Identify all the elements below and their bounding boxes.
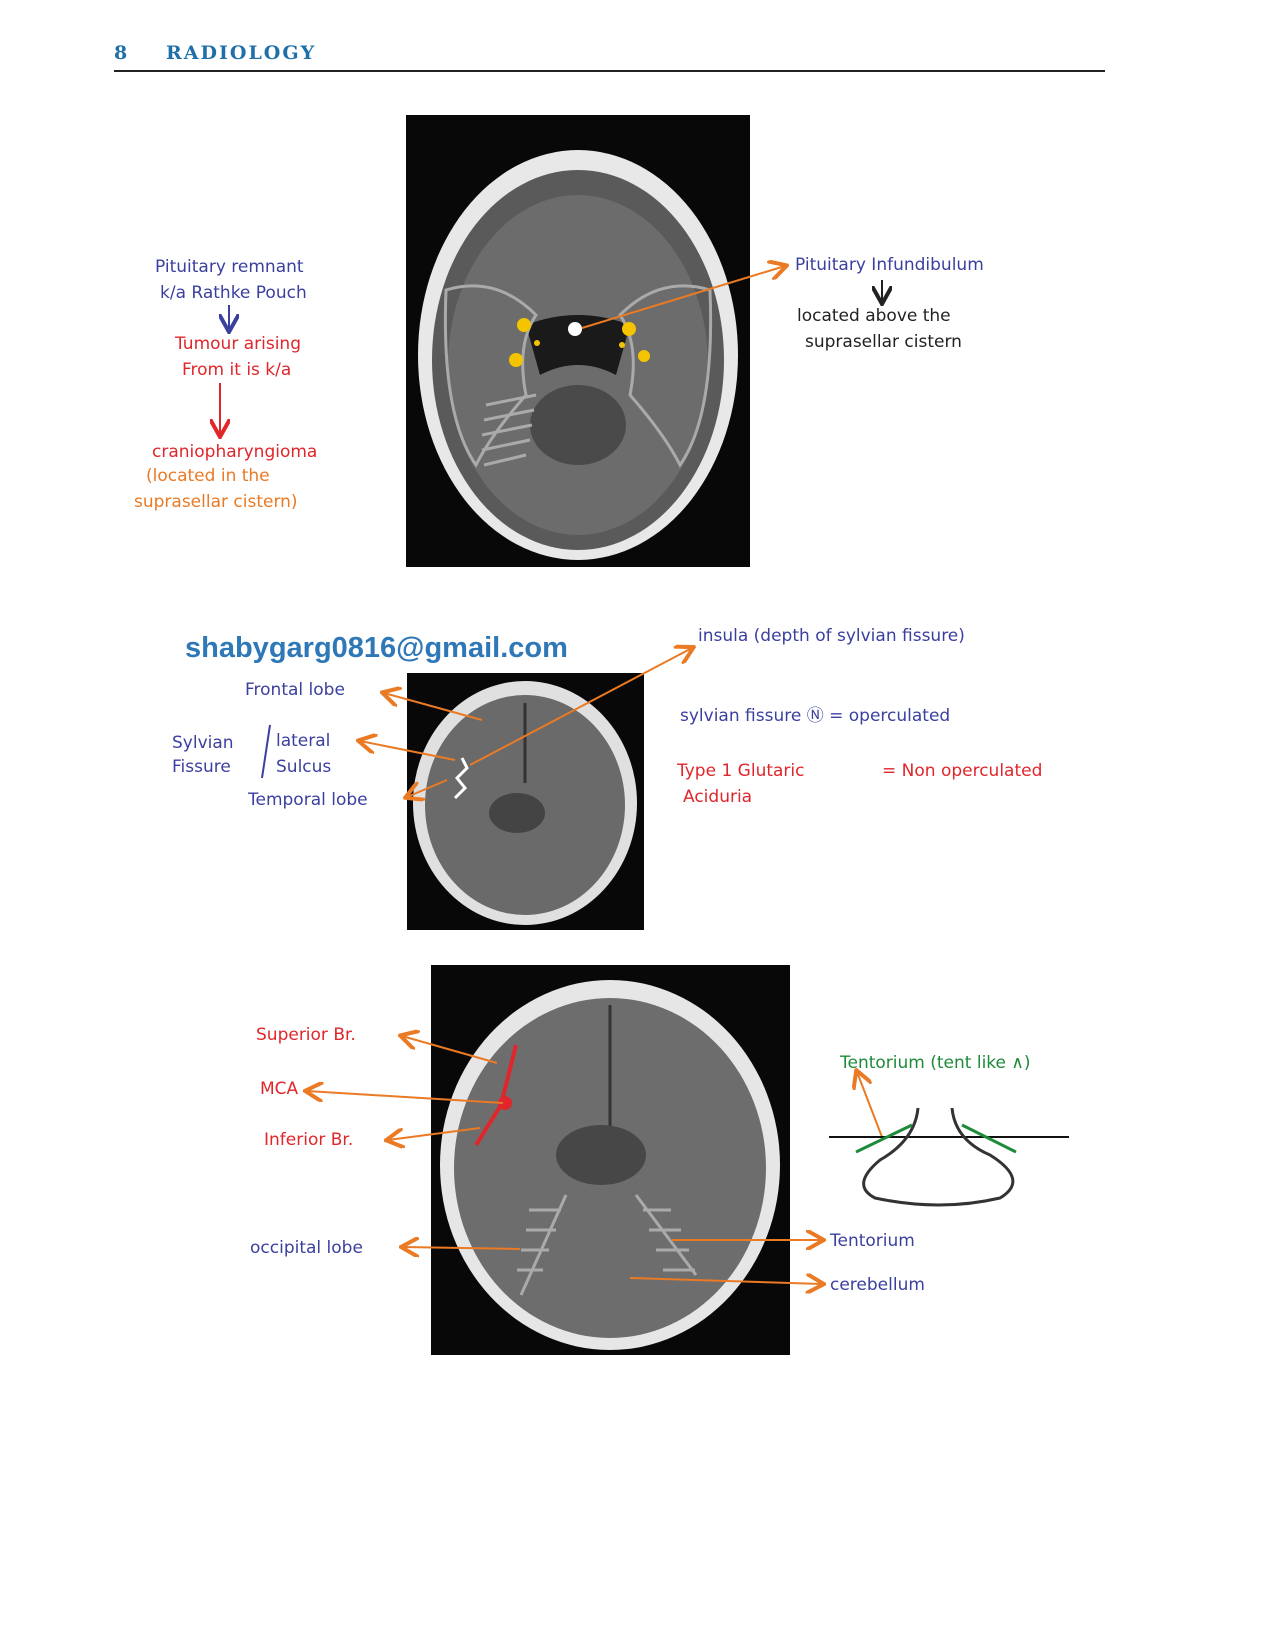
watermark-email: shabygarg0816@gmail.com bbox=[185, 632, 568, 664]
note-sulcus: Sulcus bbox=[276, 757, 332, 777]
ct-scan-2 bbox=[407, 673, 644, 930]
note-pituitary-remnant: Pituitary remnant bbox=[155, 257, 304, 277]
note-mca: MCA bbox=[260, 1079, 299, 1099]
page-number: 8 bbox=[114, 42, 130, 64]
note-tentorium-tent: Tentorium (tent like ∧) bbox=[840, 1053, 1031, 1073]
note-inferior-branch: Inferior Br. bbox=[264, 1130, 354, 1150]
running-header: RADIOLOGY bbox=[166, 42, 317, 64]
note-cerebellum: cerebellum bbox=[830, 1275, 925, 1295]
note-tentorium: Tentorium bbox=[830, 1231, 915, 1251]
note-located: (located in the bbox=[146, 466, 270, 486]
note-fissure: Fissure bbox=[172, 757, 231, 777]
ct-scan-1 bbox=[406, 115, 750, 567]
note-sylvian: Sylvian bbox=[172, 733, 234, 753]
note-tumour-arising: Tumour arising bbox=[175, 334, 301, 354]
note-pituitary-infundibulum: Pituitary Infundibulum bbox=[795, 255, 984, 275]
note-insula: insula (depth of sylvian fissure) bbox=[698, 626, 965, 646]
header-rule bbox=[114, 70, 1105, 72]
ct-scan-3 bbox=[431, 965, 790, 1355]
note-from-it: From it is k/a bbox=[182, 360, 292, 380]
note-type1-glutaric: Type 1 Glutaric bbox=[677, 761, 805, 781]
note-sylvian-normal: sylvian fissure Ⓝ = operculated bbox=[680, 706, 951, 726]
note-lateral: lateral bbox=[276, 731, 331, 751]
note-rathke-pouch: k/a Rathke Pouch bbox=[160, 283, 307, 303]
note-aciduria: Aciduria bbox=[683, 787, 753, 807]
note-located-above: located above the bbox=[797, 306, 951, 326]
note-suprasellar: suprasellar cistern) bbox=[134, 492, 298, 512]
note-non-operculated: = Non operculated bbox=[882, 761, 1043, 781]
note-frontal-lobe: Frontal lobe bbox=[245, 680, 345, 700]
note-suprasellar-cistern: suprasellar cistern bbox=[805, 332, 962, 352]
note-craniopharyngioma: craniopharyngioma bbox=[152, 442, 318, 462]
note-occipital-lobe: occipital lobe bbox=[250, 1238, 363, 1258]
note-temporal-lobe: Temporal lobe bbox=[248, 790, 368, 810]
note-superior-branch: Superior Br. bbox=[256, 1025, 356, 1045]
